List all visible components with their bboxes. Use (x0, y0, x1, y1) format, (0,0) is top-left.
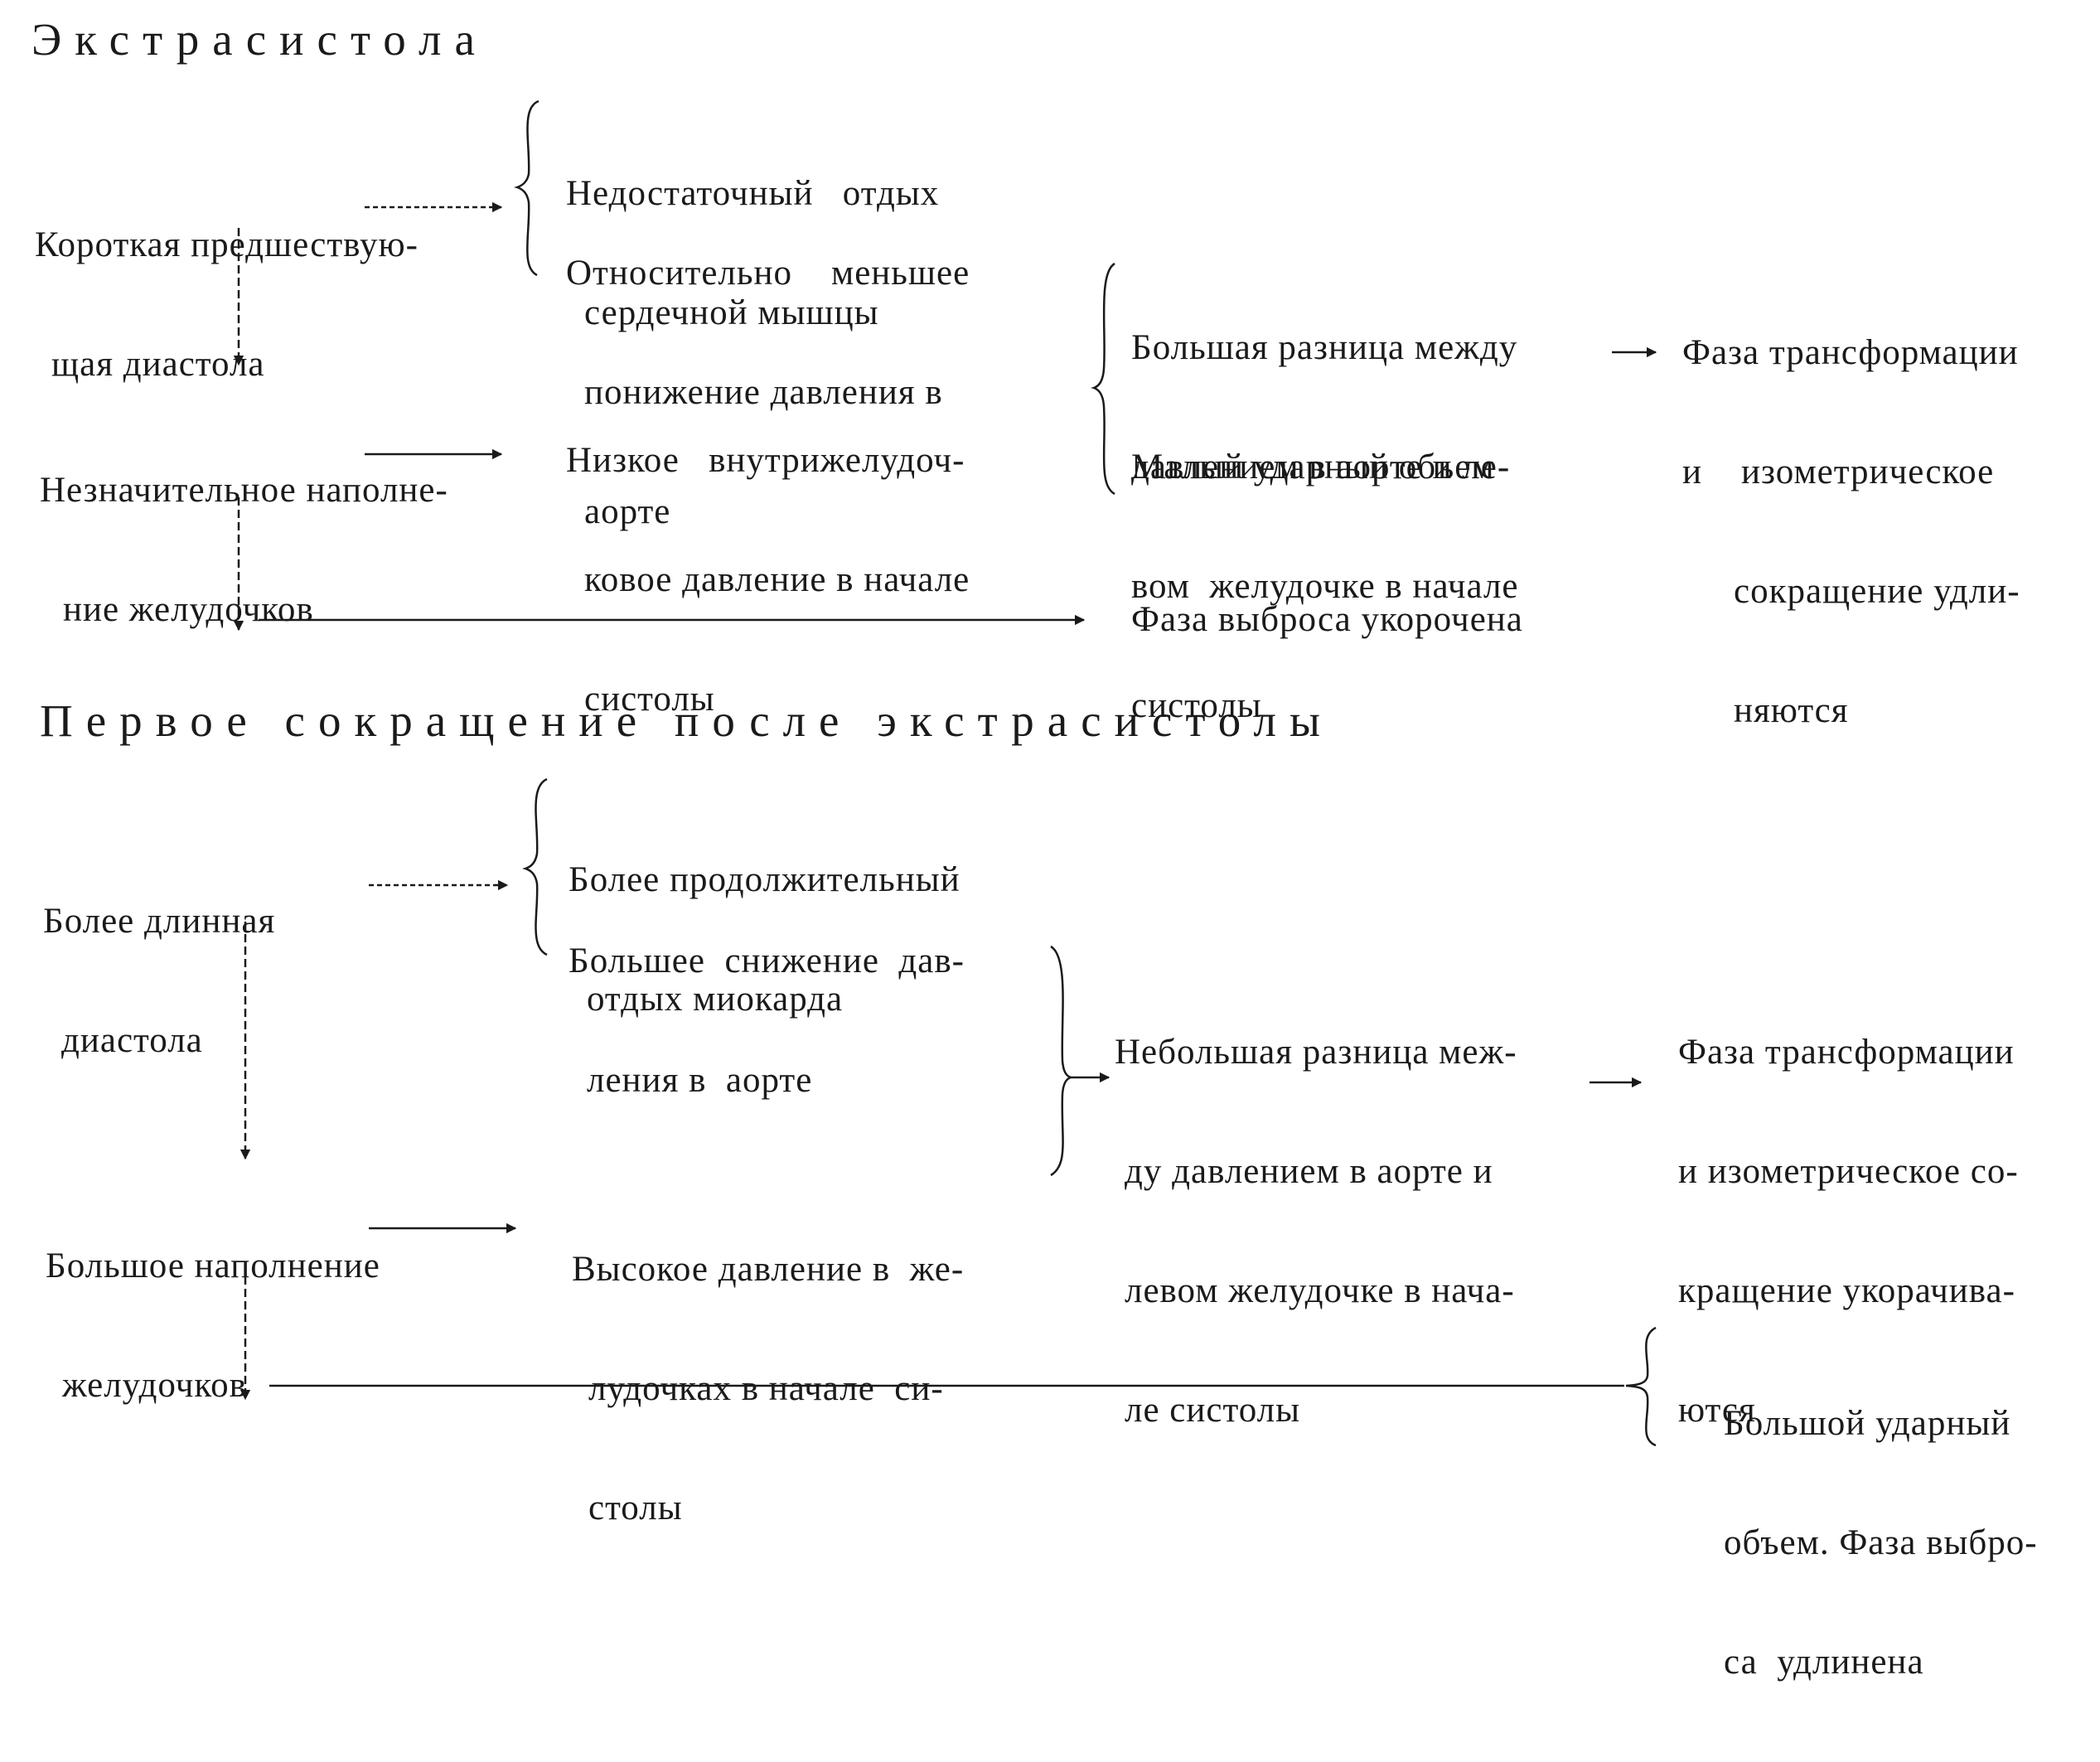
s2-final1-line4: ются (1678, 1391, 1756, 1430)
s1-result1-line1: Большая разница между (1131, 328, 1518, 367)
s1-final1-line2: и изометрическое (1682, 453, 1995, 491)
s2-effect2: Высокое давление в же- лудочках в начале… (572, 1170, 1086, 1608)
s2-effect1a-line2: отдых миокарда (587, 980, 844, 1019)
s2-final1-line3: кращение укорачива- (1678, 1271, 2015, 1310)
s2-effect2-line2: лудочках в начале си- (588, 1369, 944, 1408)
s1-result1-line4: систолы (1131, 686, 1262, 725)
s1-effect2: Низкое внутрижелудоч- ковое давление в н… (566, 361, 1080, 799)
s1-final1-line3: сокращение удли- (1734, 572, 2020, 611)
connector-lines (233, 99, 1657, 1447)
s1-effect2-line2: ковое давление в начале (584, 560, 970, 599)
s1-final1-line1: Фаза трансформации (1682, 333, 2019, 372)
s2-cause2: Большое наполнение желудочков (46, 1167, 543, 1485)
s1-result1: Большая разница между давлением в аорте … (1131, 249, 1628, 806)
s1-effect2-line1: Низкое внутрижелудоч- (566, 441, 965, 480)
s2-cause1-line2: диастола (61, 1021, 203, 1060)
s1-effect1b-line3: аорте (584, 492, 671, 531)
s2-cause1-line1: Более длинная (43, 902, 276, 941)
s2-cause1: Более длинная диастола (43, 822, 540, 1140)
s1-effect1a-line2: сердечной мышцы (584, 293, 879, 332)
s1-effect1b: Относительно меньшее понижение давления … (566, 174, 1080, 612)
s2-cause2-line1: Большое наполнение (46, 1246, 380, 1285)
brace-s2-result (1050, 945, 1074, 1177)
s2-effect2-line3: столы (588, 1489, 683, 1527)
flow-diagram: Экстрасистола Короткая предшествую- щая … (31, 14, 2097, 1682)
s2-effect2-line1: Высокое давление в же- (572, 1250, 965, 1289)
brace-s2-effect1 (522, 777, 548, 956)
s1-cause1: Короткая предшествую- щая диастола (35, 146, 532, 464)
s1-effect2-line3: систолы (584, 680, 715, 719)
s2-effect1b-line1: Большее снижение дав- (569, 942, 965, 980)
s2-result1-line2: ду давлением в аорте и (1125, 1152, 1493, 1191)
s2-final2-line1: Большой ударный (1724, 1404, 2011, 1443)
s2-cause2-line2: желудочков (62, 1366, 247, 1405)
brace-s1-effect1 (514, 99, 540, 277)
s1-effect1b-line1: Относительно меньшее (566, 254, 970, 293)
s1-final1-line4: няются (1734, 691, 1849, 730)
section2-title: Первое сокращение после экстрасистолы (40, 695, 1333, 746)
s1-effect1a: Недостаточный отдых сердечной мышцы (566, 94, 1080, 413)
s1-result1-line2: давлением в аорте и ле- (1131, 448, 1511, 486)
s1-cause2: Незначительное наполне- ние желудочков (40, 391, 537, 709)
s2-final1-line1: Фаза трансформации (1678, 1033, 2015, 1072)
s2-effect1b-line2: ления в аорте (587, 1061, 813, 1100)
s1-final2: Фаза выброса укорочена (1131, 600, 1523, 639)
s1-result2: Малый ударный объем (1131, 448, 1495, 486)
s2-final2: Большой ударный объем. Фаза выбро- са уд… (1724, 1324, 2097, 1762)
s1-effect1b-line2: понижение давления в (584, 373, 943, 412)
s2-final1-line2: и изометрическое со- (1678, 1152, 2019, 1191)
s2-effect1a-line1: Более продолжительный (569, 860, 960, 899)
s2-final2-line3: са удлинена (1724, 1643, 1924, 1682)
s1-result1-line3: вом желудочке в начале (1131, 567, 1519, 606)
s1-cause1-line2: щая диастола (51, 345, 265, 384)
s2-effect1a: Более продолжительный отдых миокарда (569, 781, 1082, 1099)
s2-result1: Небольшая разница меж- ду давлением в ао… (1115, 953, 1612, 1510)
s1-cause1-line1: Короткая предшествую- (35, 225, 419, 264)
s2-effect1b: Большее снижение дав- ления в аорте (569, 862, 1082, 1180)
brace-s2-final2 (1625, 1326, 1657, 1447)
s2-result1-line4: ле систолы (1125, 1391, 1300, 1430)
s2-result1-line1: Небольшая разница меж- (1115, 1033, 1517, 1072)
s2-final2-line2: объем. Фаза выбро- (1724, 1523, 2038, 1562)
section1-title: Экстрасистола (31, 14, 488, 65)
brace-s1-result (1091, 262, 1115, 496)
s1-final1: Фаза трансформации и изометрическое сокр… (1682, 254, 2097, 811)
s2-result1-line3: левом желудочке в нача- (1125, 1271, 1515, 1310)
s1-effect1a-line1: Недостаточный отдых (566, 174, 940, 213)
s1-cause2-line2: ние желудочков (63, 590, 314, 629)
s2-final1: Фаза трансформации и изометрическое со- … (1678, 953, 2097, 1510)
s1-cause2-line1: Незначительное наполне- (40, 471, 448, 510)
